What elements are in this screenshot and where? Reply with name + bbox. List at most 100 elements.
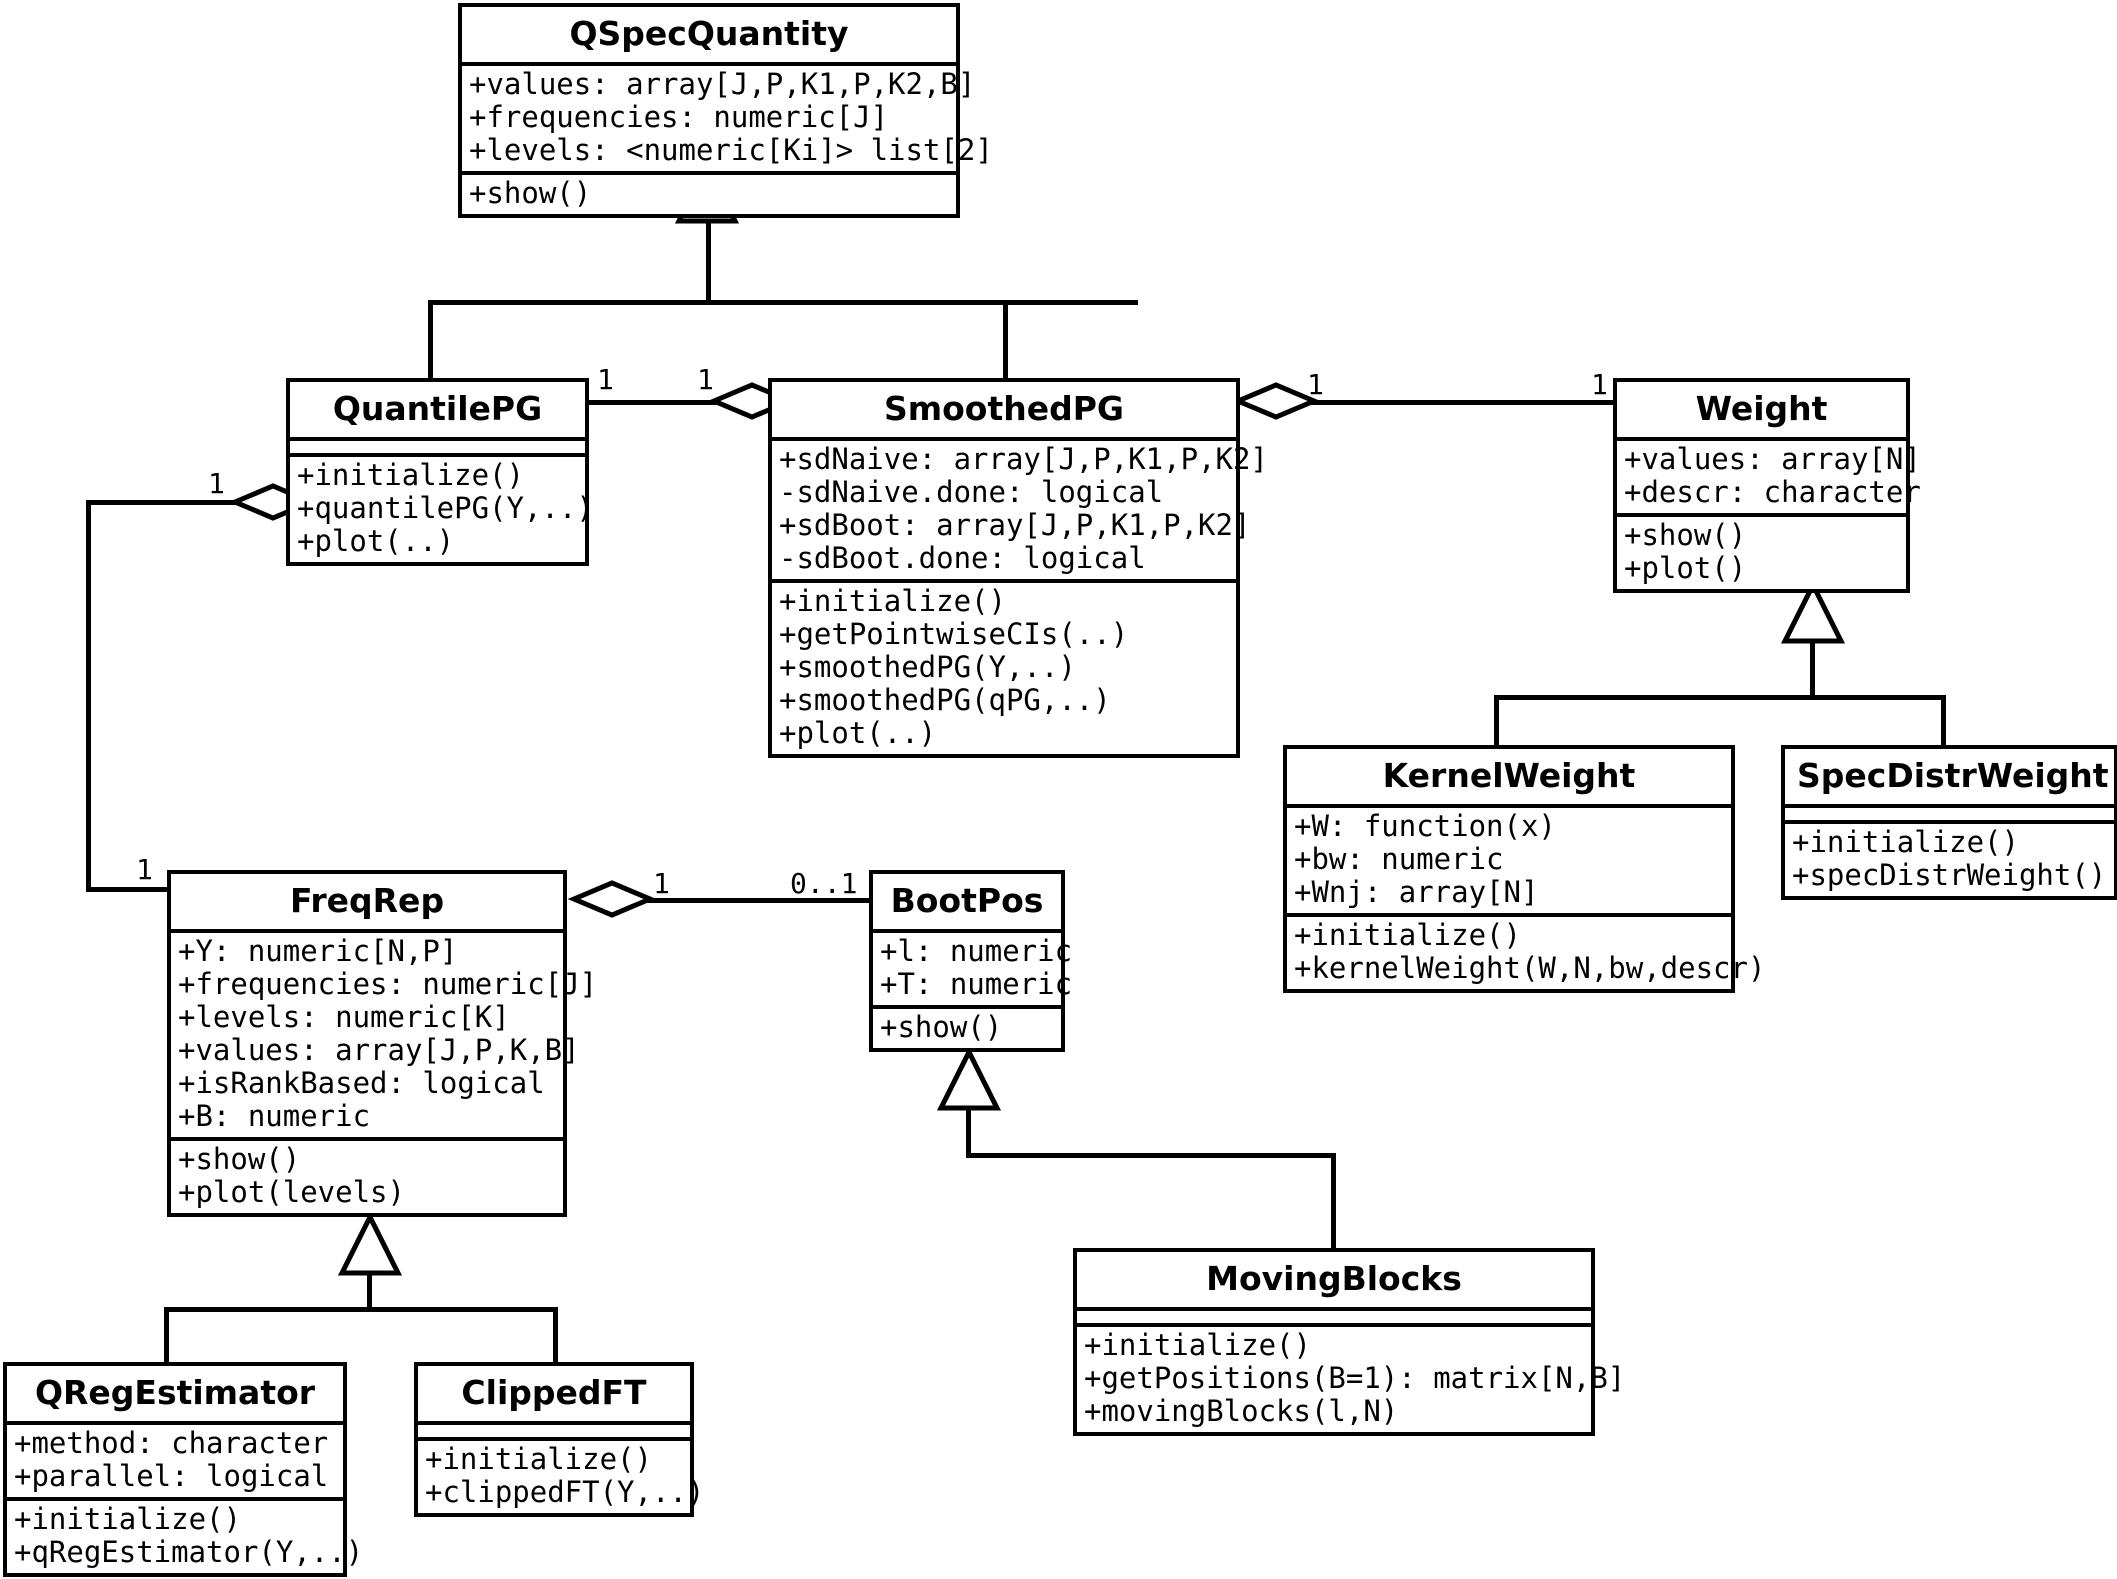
methods-compartment-bootpos: +show()	[873, 1009, 1061, 1048]
class-method: +plot(levels)	[178, 1175, 405, 1209]
methods-compartment-kernelweight: +initialize() +kernelWeight(W,N,bw,descr…	[1287, 917, 1765, 989]
class-method: +initialize()	[1294, 918, 1521, 952]
composition-diamond-smoothedpg-weight	[1231, 381, 1321, 421]
class-method: +initialize()	[1792, 825, 2019, 859]
attributes-compartment-bootpos: +l: numeric +T: numeric	[873, 933, 1073, 1005]
class-method: +movingBlocks(l,N)	[1084, 1394, 1399, 1428]
attributes-compartment-weight: +values: array[N] +descr: character	[1617, 441, 1921, 513]
class-separator	[1785, 804, 2114, 808]
class-method: +initialize()	[297, 458, 524, 492]
class-box-qspecquantity[interactable]: QSpecQuantity +values: array[J,P,K1,P,K2…	[458, 3, 993, 218]
methods-compartment-qregestimator: +initialize() +qRegEstimator(Y,..)	[7, 1501, 364, 1573]
class-box-kernelweight[interactable]: KernelWeight +W: function(x) +bw: numeri…	[1283, 745, 1765, 993]
methods-compartment-weight: +show() +plot()	[1617, 517, 1906, 589]
gen-line-smoothedpg-riser	[1003, 300, 1008, 380]
attributes-compartment-kernelweight: +W: function(x) +bw: numeric +Wnj: array…	[1287, 808, 1731, 913]
attributes-compartment-qspecquantity: +values: array[J,P,K1,P,K2,B] +frequenci…	[462, 66, 993, 171]
class-attribute: +W: function(x)	[1294, 809, 1556, 843]
class-method: +show()	[1624, 518, 1747, 552]
class-separator	[171, 1137, 563, 1141]
class-method: +plot()	[1624, 551, 1747, 585]
class-separator	[772, 437, 1236, 441]
attributes-compartment-smoothedpg: +sdNaive: array[J,P,K1,P,K2] -sdNaive.do…	[772, 441, 1268, 579]
attributes-compartment-movingblocks	[1077, 1311, 1591, 1323]
class-attribute: -sdNaive.done: logical	[779, 475, 1164, 509]
assoc-line-smoothedpg-weight	[1243, 400, 1618, 405]
gen-line-freqrep-stem	[367, 1273, 372, 1311]
class-method: +qRegEstimator(Y,..)	[14, 1535, 364, 1569]
assoc-line-freqrep-bootpos	[620, 898, 870, 903]
class-box-smoothedpg[interactable]: SmoothedPG +sdNaive: array[J,P,K1,P,K2] …	[768, 378, 1268, 758]
class-name-bootpos: BootPos	[890, 881, 1044, 920]
assoc-line-quantilepg-freqrep-top	[86, 500, 246, 505]
class-method: +initialize()	[425, 1442, 652, 1476]
class-attribute: +Y: numeric[N,P]	[178, 934, 458, 968]
class-attribute: +levels: numeric[K]	[178, 1000, 510, 1034]
class-separator	[1617, 437, 1906, 441]
methods-compartment-qspecquantity: +show()	[462, 175, 956, 214]
class-separator	[290, 453, 585, 457]
multiplicity-bootpos-left: 0..1	[790, 867, 858, 900]
gen-line-clippedft-riser	[553, 1307, 558, 1362]
gen-line-quantilepg-riser	[428, 300, 433, 380]
gen-line-weight-bar	[1494, 695, 1946, 700]
class-name-weight: Weight	[1695, 389, 1828, 428]
methods-compartment-quantilepg: +initialize() +quantilePG(Y,..) +plot(..…	[290, 457, 594, 562]
class-name-qregestimator: QRegEstimator	[34, 1373, 316, 1412]
attributes-compartment-qregestimator: +method: character +parallel: logical	[7, 1425, 343, 1497]
class-name-qspecquantity: QSpecQuantity	[569, 14, 849, 53]
class-method: +getPointwiseCIs(..)	[779, 617, 1129, 651]
gen-line-kernelweight-riser	[1494, 695, 1499, 747]
class-method: +show()	[178, 1142, 301, 1176]
class-method: +show()	[469, 176, 592, 210]
class-separator	[7, 1421, 343, 1425]
generalization-triangle-bootpos	[936, 1046, 1002, 1112]
class-attribute: +frequencies: numeric[J]	[469, 100, 889, 134]
class-box-movingblocks[interactable]: MovingBlocks +initialize() +getPositions…	[1073, 1248, 1625, 1436]
class-separator	[1287, 804, 1731, 808]
class-separator	[772, 579, 1236, 583]
class-box-freqrep[interactable]: FreqRep +Y: numeric[N,P] +frequencies: n…	[167, 870, 597, 1217]
class-separator	[1785, 820, 2114, 824]
class-separator	[290, 437, 585, 441]
class-separator	[1077, 1307, 1591, 1311]
assoc-line-smoothedpg-quantilepg	[588, 400, 778, 405]
class-box-weight[interactable]: Weight +values: array[N] +descr: charact…	[1613, 378, 1921, 593]
class-box-bootpos[interactable]: BootPos +l: numeric +T: numeric +show()	[869, 870, 1073, 1052]
class-attribute: +T: numeric	[880, 967, 1073, 1001]
multiplicity-freqrep-right: 1	[653, 867, 670, 900]
gen-line-qregestimator-riser	[164, 1307, 169, 1362]
class-box-qregestimator[interactable]: QRegEstimator +method: character +parall…	[3, 1362, 364, 1577]
class-attribute: +B: numeric	[178, 1099, 371, 1133]
class-method: +quantilePG(Y,..)	[297, 491, 594, 525]
class-box-specdistrweight[interactable]: SpecDistrWeight +initialize() +specDistr…	[1781, 745, 2117, 900]
class-method: +plot(..)	[779, 716, 937, 750]
gen-line-freqrep-bar	[164, 1307, 558, 1312]
class-attribute: +values: array[N]	[1624, 442, 1921, 476]
methods-compartment-freqrep: +show() +plot(levels)	[171, 1141, 563, 1213]
class-name-freqrep: FreqRep	[289, 881, 445, 920]
class-name-movingblocks: MovingBlocks	[1206, 1259, 1462, 1298]
class-attribute: +bw: numeric	[1294, 842, 1504, 876]
class-separator	[462, 62, 956, 66]
class-box-clippedft[interactable]: ClippedFT +initialize() +clippedFT(Y,..)	[414, 1362, 704, 1517]
class-attribute: +sdBoot: array[J,P,K1,P,K2]	[779, 508, 1251, 542]
class-method: +plot(..)	[297, 524, 455, 558]
multiplicity-quantilepg-left: 1	[208, 467, 225, 500]
class-name-specdistrweight: SpecDistrWeight	[1797, 756, 2109, 795]
gen-line-movingblocks-riser	[1331, 1153, 1336, 1253]
class-method: +initialize()	[14, 1502, 241, 1536]
methods-compartment-clippedft: +initialize() +clippedFT(Y,..)	[418, 1441, 704, 1513]
class-attribute: -sdBoot.done: logical	[779, 541, 1146, 575]
class-attribute: +descr: character	[1624, 475, 1921, 509]
class-method: +specDistrWeight()	[1792, 858, 2107, 892]
class-method: +smoothedPG(Y,..)	[779, 650, 1076, 684]
gen-line-specdistrweight-riser	[1941, 695, 1946, 747]
class-method: +show()	[880, 1010, 1003, 1044]
methods-compartment-movingblocks: +initialize() +getPositions(B=1): matrix…	[1077, 1327, 1625, 1432]
class-box-quantilepg[interactable]: QuantilePG +initialize() +quantilePG(Y,.…	[286, 378, 594, 566]
class-separator	[873, 1005, 1061, 1009]
class-attribute: +parallel: logical	[14, 1459, 329, 1493]
class-method: +initialize()	[779, 584, 1006, 618]
